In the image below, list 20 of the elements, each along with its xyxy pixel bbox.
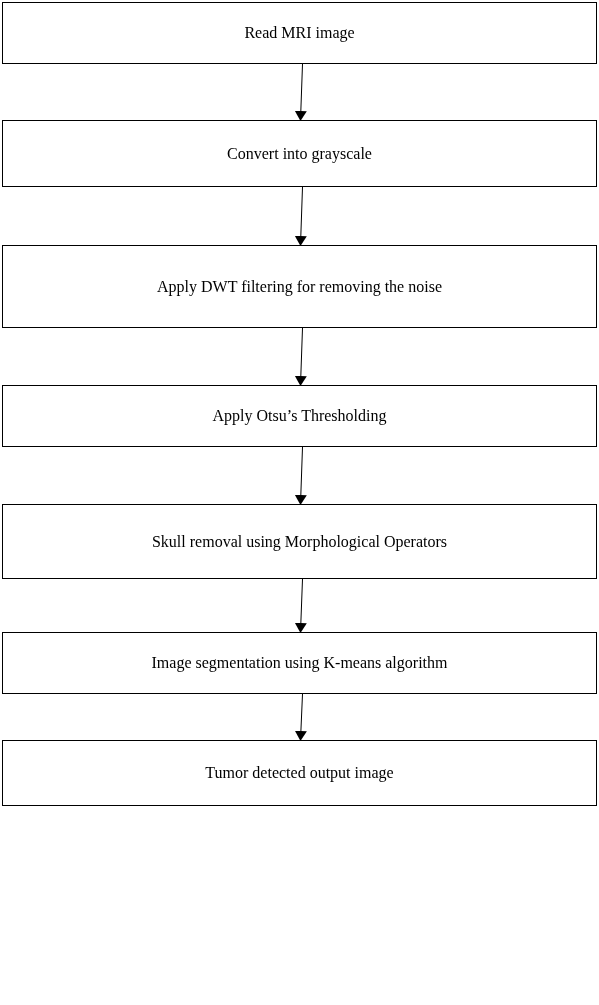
arrow xyxy=(294,327,307,386)
process-box xyxy=(2,632,597,694)
arrow xyxy=(294,446,307,505)
arrow xyxy=(294,578,307,633)
arrow xyxy=(294,63,307,121)
process-box xyxy=(2,740,597,806)
process-box xyxy=(2,2,597,64)
process-box xyxy=(2,120,597,187)
step-label: Convert into grayscale xyxy=(226,143,373,165)
step-label: Skull removal using Morphological Operators xyxy=(150,531,449,553)
process-box xyxy=(2,504,597,579)
process-box xyxy=(2,245,597,328)
step-label: Tumor detected output image xyxy=(204,763,395,784)
step-label: Apply Otsu’s Thresholding xyxy=(211,406,388,427)
step-label: Image segmentation using K-means algorithm xyxy=(150,653,449,674)
step-label: Apply DWT filtering for removing the noise xyxy=(156,276,443,298)
arrow xyxy=(294,693,307,741)
step-label: Read MRI image xyxy=(243,23,356,44)
arrow xyxy=(294,186,307,246)
process-box xyxy=(2,385,597,447)
